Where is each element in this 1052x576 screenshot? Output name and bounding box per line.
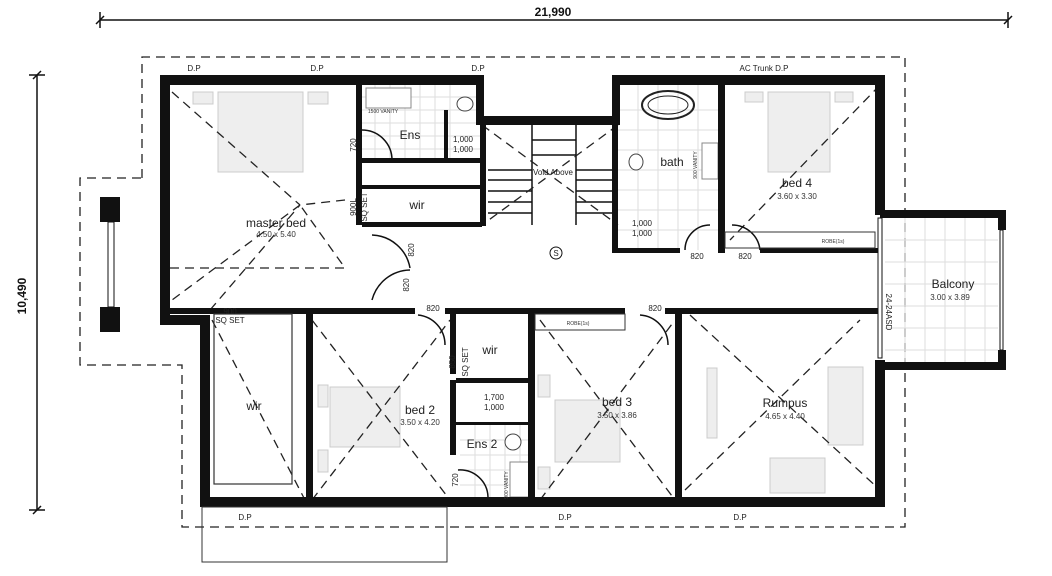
door-width-label: 820	[426, 304, 440, 313]
bath-toilet-icon	[628, 153, 644, 171]
rumpus-label: Rumpus	[763, 396, 808, 410]
rumpus-size: 4.65 x 4.40	[765, 412, 805, 421]
ens-shower-dim: 1,000	[453, 135, 474, 144]
sq-set-lower-900-label: 900	[223, 307, 237, 316]
bath-vanity-label: 900 VANITY	[693, 151, 699, 179]
ens2-shower-dim: 1,000	[484, 403, 505, 412]
ens2-shower-dim: 1,700	[484, 393, 505, 402]
master-bed-size: 4.50 x 5.40	[256, 230, 296, 239]
bed4-furniture	[767, 91, 831, 173]
ens2-door-width: 720	[451, 473, 460, 487]
bed3-label: bed 3	[602, 395, 632, 409]
overall-depth-label: 10,490	[15, 277, 29, 314]
ens2-vanity-label: 900 VANITY	[504, 471, 510, 499]
ens-toilet-icon	[456, 96, 474, 112]
bed3-robe-label: ROBE(1s)	[567, 321, 590, 327]
bath-label: bath	[660, 155, 683, 169]
wir-lower-label: wir	[245, 399, 261, 413]
bed2-size: 3.50 x 4.20	[400, 418, 440, 427]
bed4-label: bed 4	[782, 176, 812, 190]
dp-label: D.P	[558, 513, 571, 522]
overall-width-label: 21,990	[535, 5, 572, 19]
smoke-detector-label: S	[553, 249, 558, 258]
sq-set-850-label: 850	[448, 355, 457, 369]
room-labels: master bed 4.50 x 5.40 Ens wir wir bath …	[245, 128, 974, 451]
balcony-size: 3.00 x 3.89	[930, 293, 970, 302]
dp-label: D.P	[187, 64, 200, 73]
wir-ens2-label: wir	[481, 343, 497, 357]
tiles	[362, 85, 998, 500]
bed2-label: bed 2	[405, 403, 435, 417]
rumpus-tv-unit	[706, 367, 718, 439]
master-bed-label: master bed	[246, 216, 306, 230]
depth-dimension: 10,490	[15, 70, 45, 515]
door-width-label: 820	[648, 304, 662, 313]
rumpus-sofa	[827, 366, 864, 446]
bath-vanity	[701, 142, 719, 180]
ens-shower-dim: 1,000	[453, 145, 474, 154]
bath-shower-dim: 1,000	[632, 229, 653, 238]
dp-label: D.P	[471, 64, 484, 73]
sq-set-lower-label: SQ SET	[215, 316, 244, 325]
roof-hip-lines	[170, 84, 881, 501]
rumpus-armchair	[769, 457, 826, 494]
eave-outline	[79, 56, 906, 528]
dp-label: D.P	[310, 64, 323, 73]
door-width-label: 820	[738, 252, 752, 261]
door-width-label: 820	[690, 252, 704, 261]
bed2-furniture	[329, 386, 401, 448]
walls	[100, 75, 1006, 563]
dp-label: D.P	[733, 513, 746, 522]
width-dimension: 21,990	[95, 5, 1013, 28]
furniture	[192, 87, 864, 498]
ac-trunk-label: AC Trunk D.P	[740, 64, 789, 73]
wir-master-label: wir	[408, 198, 424, 212]
sq-set-850-set-label: SQ SET	[461, 347, 470, 376]
ens2-label: Ens 2	[467, 437, 498, 451]
dp-label: D.P	[238, 513, 251, 522]
bed3-size: 3.50 x 3.86	[597, 411, 637, 420]
balcony-label: Balcony	[932, 277, 975, 291]
bath-shower-dim: 1,000	[632, 219, 653, 228]
door-width-label: 820	[402, 278, 411, 292]
doors	[361, 129, 761, 498]
ens-door-width: 720	[349, 138, 358, 152]
bathtub-icon	[641, 90, 695, 120]
annotations: D.P D.P D.P AC Trunk D.P D.P D.P D.P 150…	[187, 64, 893, 522]
master-bed-furniture	[217, 91, 304, 173]
sliding-door-label: 24-24ASD	[884, 294, 893, 331]
ens-vanity-label: 1500 VANITY	[368, 109, 399, 115]
staircase: Void Above	[488, 125, 618, 225]
sq-set-900-label: 900L	[349, 198, 358, 216]
smoke-detector-icon: S	[549, 246, 563, 260]
bed3-furniture	[554, 399, 621, 463]
ens2-toilet-icon	[504, 433, 522, 451]
bed4-robe-label: ROBE(1s)	[822, 239, 845, 245]
door-width-label: 820	[407, 243, 416, 257]
sq-set-label: SQ SET	[360, 192, 369, 221]
ens-label: Ens	[400, 128, 421, 142]
ens-vanity	[365, 87, 412, 109]
ens2-vanity	[509, 461, 531, 498]
bed4-size: 3.60 x 3.30	[777, 192, 817, 201]
